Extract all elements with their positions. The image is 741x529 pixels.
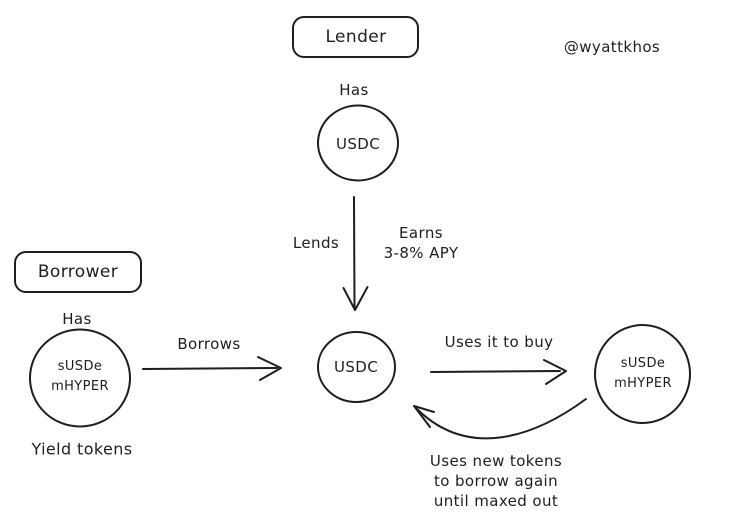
borrower-token-label: sUSDe mHYPER bbox=[51, 357, 109, 397]
pool-usdc-label: USDC bbox=[333, 358, 379, 376]
lends-edge-label: Lends bbox=[292, 234, 340, 252]
borrower-box bbox=[14, 251, 142, 293]
earns-edge-label: Earns 3-8% APY bbox=[384, 223, 459, 263]
earns-line1: Earns bbox=[399, 224, 443, 242]
loop-arrow-curve bbox=[416, 398, 587, 440]
attribution-handle: @wyattkhos bbox=[563, 38, 661, 56]
purchased-token-circle bbox=[594, 324, 691, 424]
borrower-token-circle bbox=[29, 328, 131, 428]
lender-box-label: Lender bbox=[325, 27, 387, 47]
loop-line2: to borrow again bbox=[433, 472, 559, 490]
borrows-arrow-line bbox=[142, 367, 278, 370]
yield-tokens-caption: Yield tokens bbox=[31, 439, 133, 459]
loop-edge-label: Uses new tokens to borrow again until ma… bbox=[430, 451, 562, 511]
lends-arrowhead-icon bbox=[342, 286, 369, 311]
lender-box bbox=[292, 16, 419, 58]
borrows-arrowhead-icon bbox=[257, 356, 282, 381]
earns-line2: 3-8% APY bbox=[383, 244, 459, 262]
lends-arrow-line bbox=[353, 196, 356, 308]
borrower-box-label: Borrower bbox=[37, 262, 119, 282]
buy-arrowhead-icon bbox=[543, 359, 567, 385]
loop-line1: Uses new tokens bbox=[429, 452, 563, 470]
lender-usdc-label: USDC bbox=[335, 135, 381, 153]
borrower-token-line1: sUSDe bbox=[57, 359, 103, 374]
borrower-has-label: Has bbox=[62, 310, 92, 328]
loop-line3: until maxed out bbox=[433, 492, 559, 510]
purchased-token-line2: mHYPER bbox=[614, 376, 672, 391]
purchased-token-line1: sUSDe bbox=[620, 356, 666, 371]
lender-has-label: Has bbox=[339, 81, 369, 99]
borrower-token-line2: mHYPER bbox=[51, 379, 109, 394]
lender-usdc-circle bbox=[317, 104, 399, 182]
purchased-token-label: sUSDe mHYPER bbox=[614, 354, 672, 394]
buy-edge-label: Uses it to buy bbox=[444, 333, 554, 351]
loop-arrowhead-icon bbox=[413, 405, 435, 428]
pool-usdc-circle bbox=[317, 331, 396, 403]
buy-arrow-line bbox=[430, 370, 561, 373]
borrows-edge-label: Borrows bbox=[177, 335, 241, 353]
